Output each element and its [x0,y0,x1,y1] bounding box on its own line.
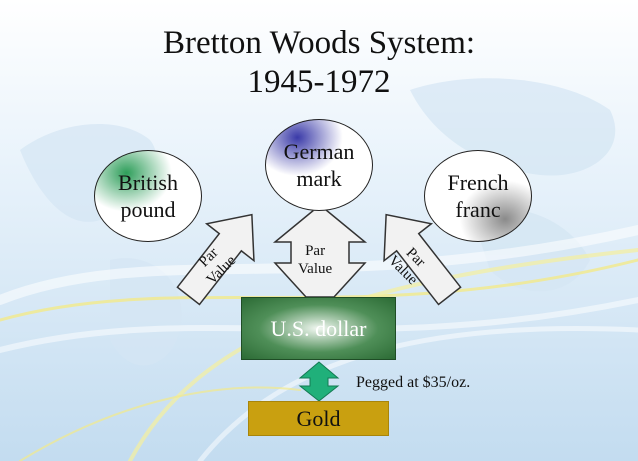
gold-box: Gold [248,401,389,436]
gold-label: Gold [296,405,341,431]
par-value-arrow-left [176,213,255,306]
par-value-middle-line1: Par [305,243,326,259]
french-franc-line2: franc [455,197,501,222]
pegged-label: Pegged at $35/oz. [356,374,471,391]
par-value-middle-line2: Value [298,261,333,277]
par-value-arrow-right [383,213,462,306]
british-pound-line2: pound [120,197,176,222]
title-line-1: Bretton Woods System: [162,25,476,61]
us-dollar-box: U.S. dollar [241,297,396,360]
par-value-arrow-middle [272,204,368,298]
german-mark-line1: German [283,139,355,164]
title-line-2: 1945-1972 [247,64,391,100]
us-dollar-label: U.S. dollar [270,315,367,341]
german-mark-line2: mark [296,166,342,191]
british-pound-line1: British [118,170,178,195]
french-franc-line1: French [447,170,509,195]
